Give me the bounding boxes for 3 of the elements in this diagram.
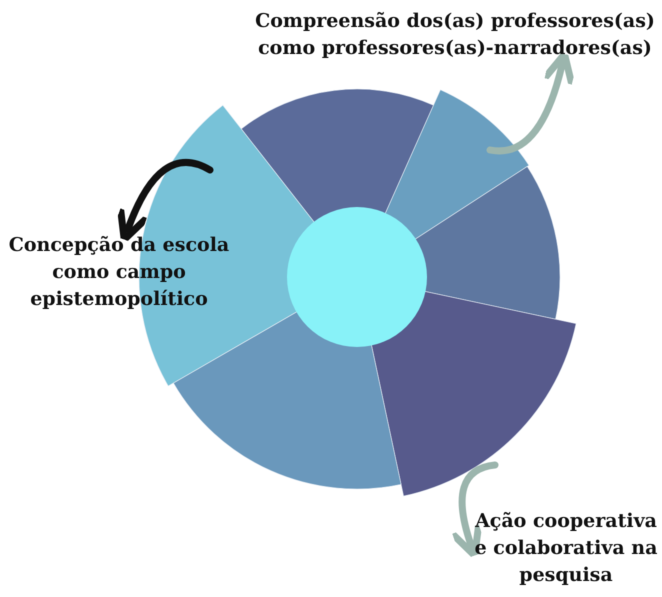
node-label: Ação cooperativa e colaborativa na pesquisa: [474, 509, 658, 588]
node-label: Compreensão dos(as) professores(as) como professores(as)-narradores(as): [254, 9, 656, 61]
curved-arrow: [118, 158, 214, 243]
